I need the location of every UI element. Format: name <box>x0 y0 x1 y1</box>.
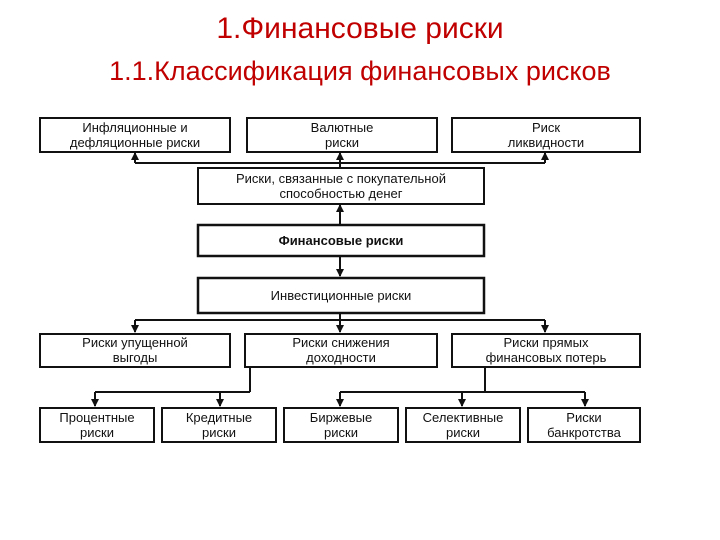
page-subtitle: 1.1.Классификация финансовых рисков <box>109 56 611 86</box>
node-liquidity: Риск ликвидности <box>451 117 641 153</box>
node-label: Риски, связанные с покупательной <box>236 171 446 186</box>
node-financial-risks: Финансовые риски <box>196 223 486 258</box>
node-exchange: Биржевые риски <box>283 407 399 443</box>
node-bankruptcy: Риски банкротства <box>527 407 641 443</box>
node-label: Селективные <box>423 410 504 425</box>
node-label: риски <box>202 425 236 440</box>
node-label: Риски <box>566 410 601 425</box>
node-purchasing-power: Риски, связанные с покупательной способн… <box>197 167 485 205</box>
node-label: Процентные <box>59 410 134 425</box>
node-credit: Кредитные риски <box>161 407 277 443</box>
node-label: Риски упущенной <box>82 335 188 350</box>
node-direct-loss: Риски прямых финансовых потерь <box>451 333 641 368</box>
node-label: ликвидности <box>508 135 584 150</box>
node-label: риски <box>325 135 359 150</box>
node-selective: Селективные риски <box>405 407 521 443</box>
node-label: риски <box>446 425 480 440</box>
page-title: 1.Финансовые риски <box>216 12 504 45</box>
node-label: финансовых потерь <box>486 350 607 365</box>
node-label: способностью денег <box>279 186 402 201</box>
node-inflation: Инфляционные и дефляционные риски <box>39 117 231 153</box>
node-label: выгоды <box>113 350 158 365</box>
node-label: Биржевые <box>310 410 372 425</box>
node-investment-risks: Инвестиционные риски <box>196 276 486 315</box>
node-label: Инвестиционные риски <box>271 288 412 303</box>
node-label: риски <box>324 425 358 440</box>
connectors <box>91 152 589 407</box>
node-currency: Валютные риски <box>246 117 438 153</box>
node-interest: Процентные риски <box>39 407 155 443</box>
node-label: Кредитные <box>186 410 252 425</box>
node-label: Риск <box>532 120 560 135</box>
node-label: дефляционные риски <box>70 135 200 150</box>
node-label: Риски прямых <box>504 335 589 350</box>
node-label: Валютные <box>311 120 374 135</box>
node-label: банкротства <box>547 425 621 440</box>
node-label: доходности <box>306 350 376 365</box>
node-label: Риски снижения <box>292 335 389 350</box>
node-yield-drop: Риски снижения доходности <box>244 333 438 368</box>
node-label: Инфляционные и <box>82 120 187 135</box>
node-label: риски <box>80 425 114 440</box>
node-label: Финансовые риски <box>279 233 404 248</box>
node-lost-profit: Риски упущенной выгоды <box>39 333 231 368</box>
